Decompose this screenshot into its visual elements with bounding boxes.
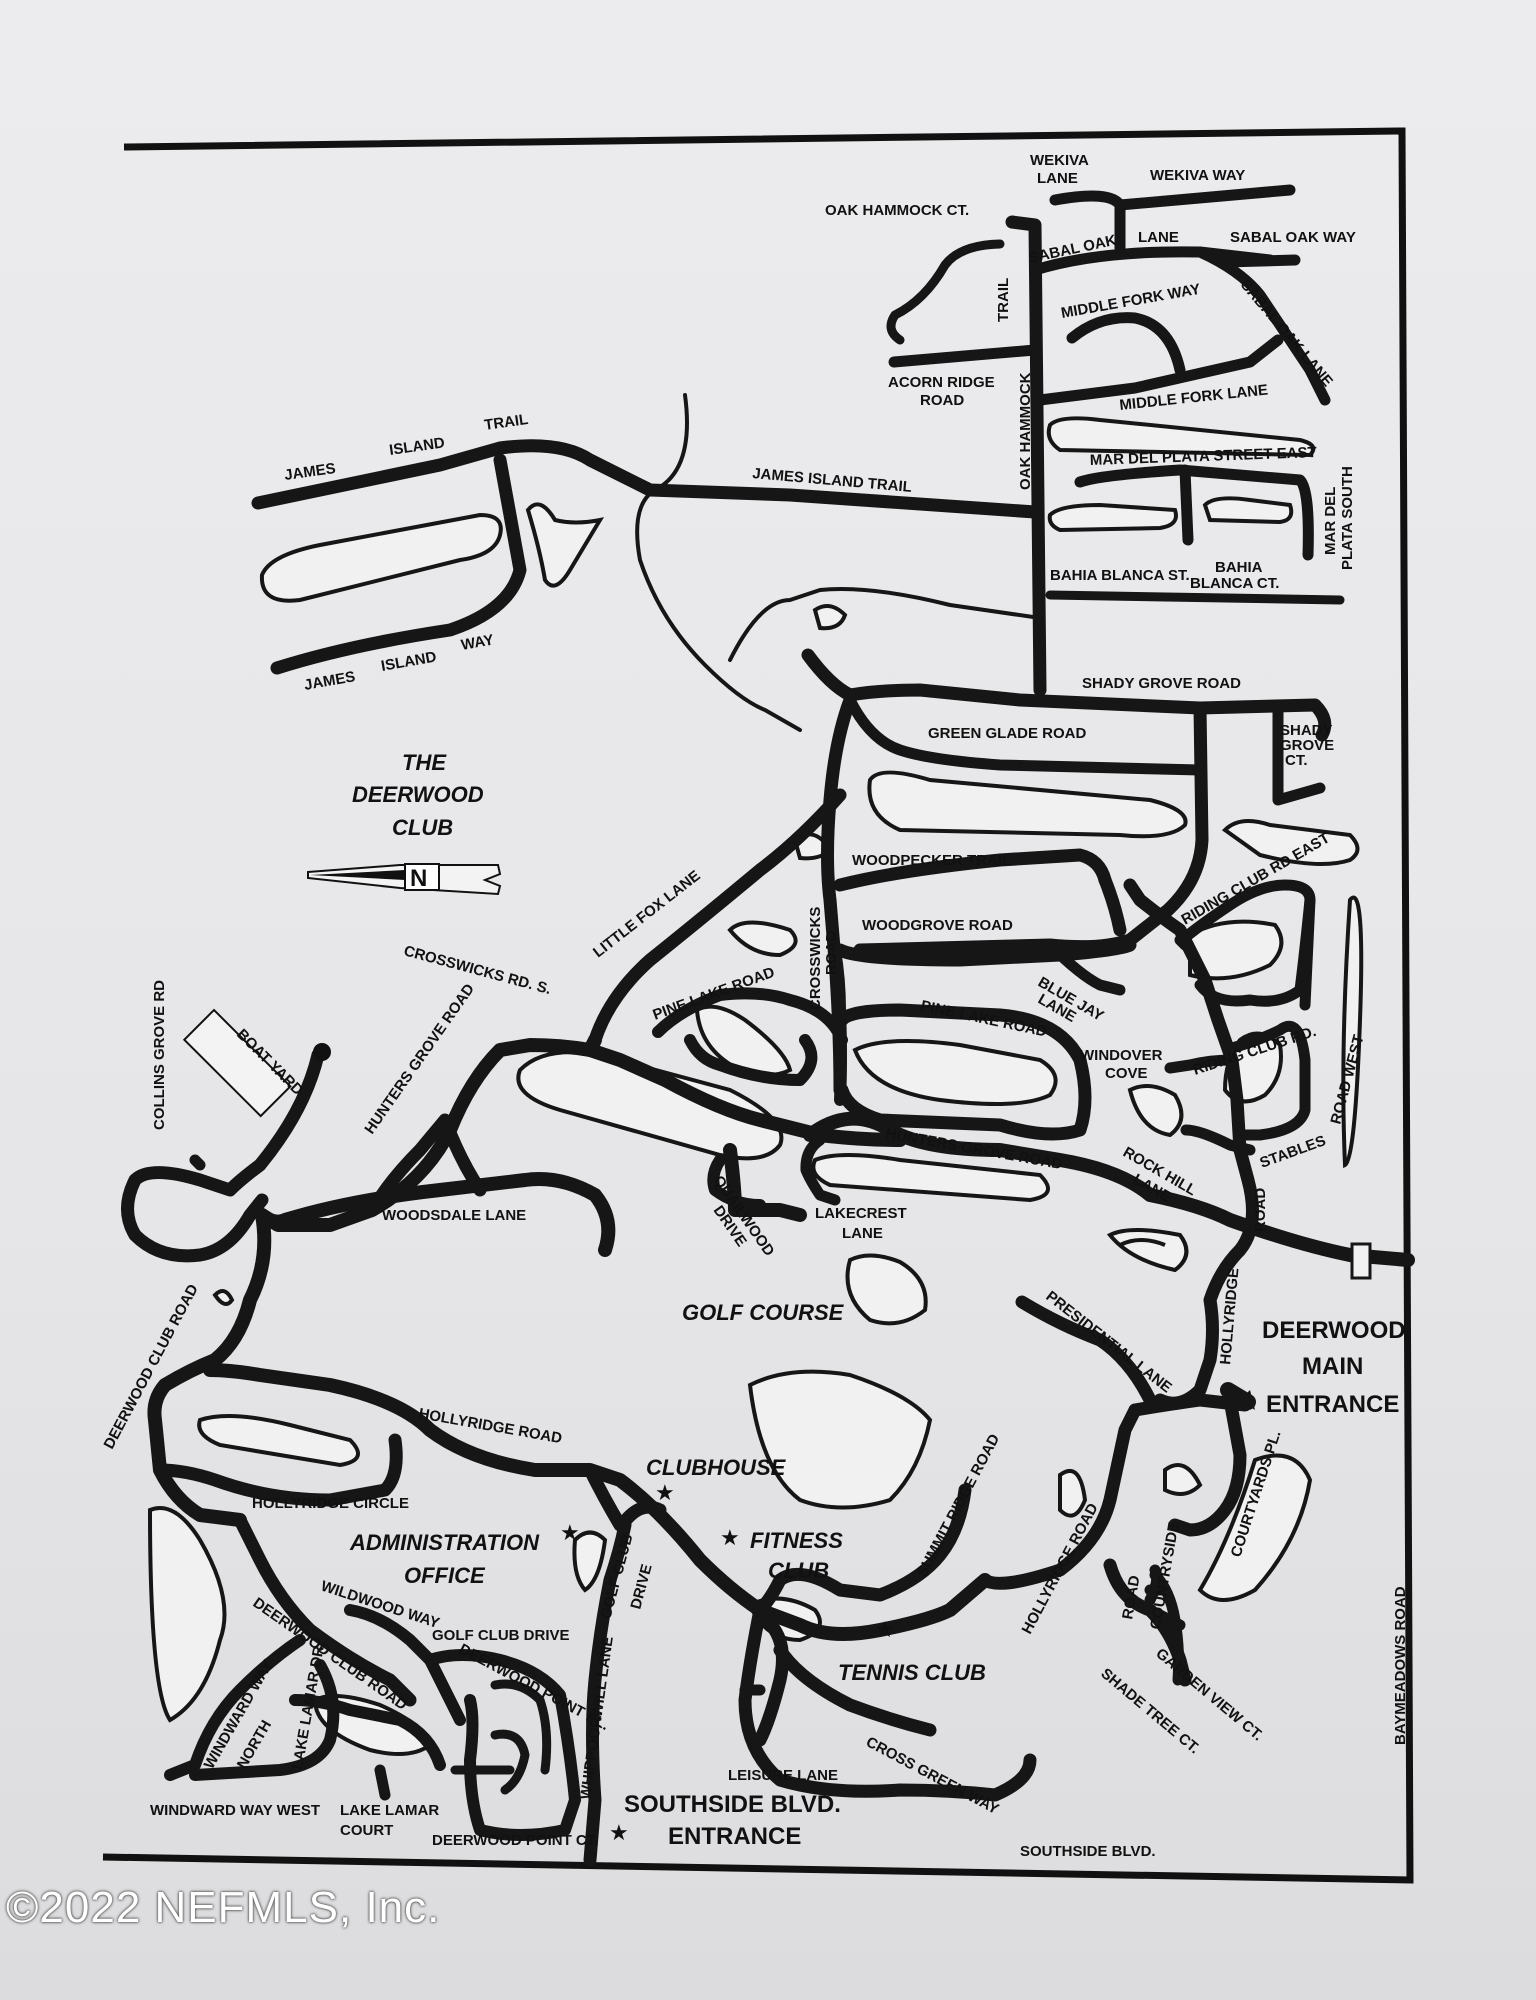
label-island-2: ISLAND: [380, 648, 438, 674]
golf-course-label: GOLF COURSE: [682, 1300, 845, 1325]
label-mar-del-plata-south-1: MAR DEL: [1322, 487, 1339, 555]
label-wekiva-way: WEKIVA WAY: [1150, 167, 1245, 184]
label-road-west: ROAD WEST: [1327, 1033, 1367, 1126]
label-shady-grove-ct-3: CT.: [1285, 752, 1308, 769]
label-bahia-blanca-ct-1: BAHIA: [1215, 559, 1263, 576]
label-lake-lamar-court-1: LAKE LAMAR: [340, 1802, 439, 1819]
label-hollyridge-road-2: HOLLYRIDGE ROAD: [1019, 1500, 1102, 1636]
title-line-3: CLUB: [392, 815, 453, 840]
copyright-watermark: ©2022 NEFMLS, Inc.: [6, 1883, 441, 1932]
label-cross-green-way: CROSS GREEN WAY: [863, 1734, 1001, 1818]
label-windover-2: COVE: [1105, 1065, 1148, 1082]
label-island-1: ISLAND: [388, 434, 446, 459]
southside-entrance-label-1: SOUTHSIDE BLVD.: [624, 1791, 841, 1818]
label-golf-club-drive-v2: DRIVE: [627, 1562, 655, 1611]
north-arrow: N: [307, 863, 502, 896]
title-line-1: THE: [402, 750, 447, 775]
tennis-star-icon: ★: [875, 1618, 895, 1643]
label-road-east: ROAD: [1252, 1188, 1269, 1232]
landmark-stars: ★ ★ ★ ★ ★: [560, 1481, 895, 1846]
label-james-1: JAMES: [283, 460, 337, 484]
label-woodgrove-road: WOODGROVE ROAD: [862, 917, 1013, 934]
admin-label-2: OFFICE: [404, 1563, 486, 1588]
label-oak-hammock-ct: OAK HAMMOCK CT.: [825, 202, 969, 219]
label-woodpecker-trail: WOODPECKER TRAIL: [852, 852, 1011, 869]
fitness-label-2: CLUB: [768, 1558, 829, 1583]
label-bahia-blanca-st: BAHIA BLANCA ST.: [1050, 567, 1190, 584]
clubhouse-star-icon: ★: [655, 1481, 675, 1506]
label-windward-way-west: WINDWARD WAY WEST: [150, 1802, 320, 1819]
tennis-club-label: TENNIS CLUB: [838, 1660, 986, 1685]
main-entrance-label-3: ENTRANCE: [1266, 1391, 1399, 1418]
label-shady-grove-ct-1: SHADY: [1280, 722, 1333, 739]
label-james-2: JAMES: [303, 668, 357, 694]
label-hollyridge-circle: HOLLYRIDGE CIRCLE: [252, 1495, 409, 1512]
label-shady-grove-road: SHADY GROVE ROAD: [1082, 675, 1241, 692]
label-wekiva-lane: LANE: [1037, 170, 1078, 187]
admin-label-1: ADMINISTRATION: [349, 1530, 540, 1555]
label-shady-grove-ct-2: GROVE: [1280, 737, 1334, 754]
label-sabal-oak-way: SABAL OAK WAY: [1230, 229, 1356, 246]
label-trail: TRAIL: [995, 278, 1012, 322]
landmark-labels: GOLF COURSE CLUBHOUSE FITNESS CLUB ADMIN…: [349, 1300, 1406, 1850]
label-crosswicks-rd-s: CROSSWICKS RD. S.: [402, 942, 553, 998]
label-baymeadows-road: BAYMEADOWS ROAD: [1392, 1586, 1409, 1745]
label-wekiva: WEKIVA: [1030, 152, 1089, 169]
main-entrance-label-1: DEERWOOD: [1262, 1317, 1406, 1344]
main-entrance-label-2: MAIN: [1302, 1353, 1363, 1380]
label-woodsdale-lane: WOODSDALE LANE: [382, 1207, 526, 1224]
southside-star-icon: ★: [609, 1821, 629, 1846]
label-collins-grove-rd: COLLINS GROVE RD: [151, 980, 168, 1130]
label-southside-blvd: SOUTHSIDE BLVD.: [1020, 1843, 1156, 1860]
label-crosswicks-2: ROAD: [823, 931, 840, 975]
label-crosswicks-1: CROSSWICKS: [807, 907, 824, 1010]
road-network: [121, 184, 1415, 1867]
fitness-label-1: FITNESS: [750, 1528, 843, 1553]
label-mar-del-plata-south-2: PLATA SOUTH: [1339, 466, 1356, 570]
label-trail-west: TRAIL: [483, 411, 529, 434]
admin-star-icon: ★: [560, 1521, 580, 1546]
label-little-fox-lane: LITTLE FOX LANE: [590, 867, 704, 961]
label-presidential-lane: PRESIDENTIAL LANE: [1043, 1288, 1175, 1397]
label-acorn-ridge-2: ROAD: [920, 392, 964, 409]
label-leisure-lane: LEISURE LANE: [728, 1767, 838, 1784]
southside-entrance-label-2: ENTRANCE: [668, 1823, 801, 1850]
label-summit-ridge-road: SUMMIT RIDGE ROAD: [914, 1431, 1004, 1580]
label-deerwood-point-ct: DEERWOOD POINT CT.: [432, 1832, 598, 1849]
label-pine-lake-road-2: PINE LAKE ROAD: [919, 997, 1048, 1040]
boat-yard: BOAT YARD: [182, 1008, 306, 1118]
label-green-glade-road: GREEN GLADE ROAD: [928, 725, 1087, 742]
label-lakecrest-1: LAKECREST: [815, 1205, 907, 1222]
map-frame: [102, 127, 1414, 1884]
map-title: THE DEERWOOD CLUB: [352, 750, 484, 840]
label-way: WAY: [460, 632, 495, 654]
label-lake-lamar-court-2: COURT: [340, 1822, 393, 1839]
label-windover-1: WINDOVER: [1080, 1047, 1163, 1064]
label-lane: LANE: [1138, 229, 1179, 246]
title-line-2: DEERWOOD: [352, 782, 484, 807]
north-arrow-label: N: [410, 865, 427, 892]
label-golf-club-drive: GOLF CLUB DRIVE: [432, 1627, 570, 1644]
clubhouse-label: CLUBHOUSE: [646, 1455, 787, 1480]
label-bahia-blanca-ct-2: BLANCA CT.: [1190, 575, 1279, 592]
label-sabal-oak-lane: SABAL OAK LANE: [1237, 277, 1336, 391]
label-oak-hammock: OAK HAMMOCK: [1017, 372, 1034, 490]
fitness-star-icon: ★: [720, 1526, 740, 1551]
label-lakecrest-2: LANE: [842, 1225, 883, 1242]
label-acorn-ridge-1: ACORN RIDGE: [888, 374, 995, 391]
